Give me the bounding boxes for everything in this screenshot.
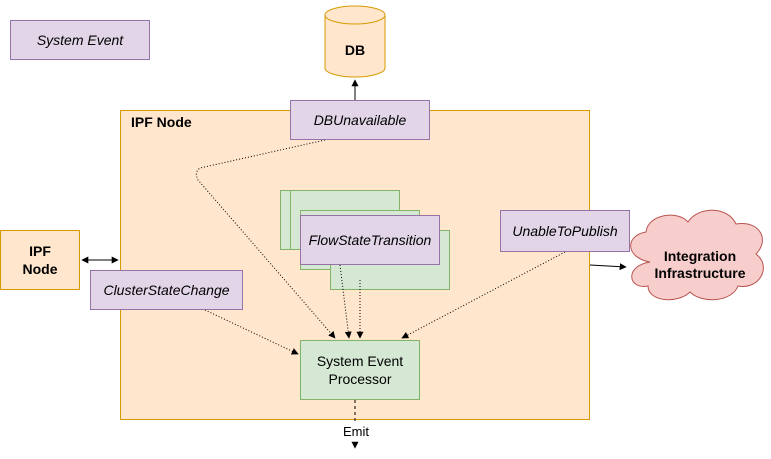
db-cylinder-shape [324, 5, 386, 78]
event-flow-state-transition-label: FlowStateTransition [308, 232, 432, 248]
emit-label-box: Emit [330, 422, 382, 440]
db-label-box: DB [325, 30, 385, 70]
event-db-unavailable: DBUnavailable [290, 100, 430, 140]
flow-stack-back-line [290, 190, 291, 250]
legend-system-event: System Event [10, 20, 150, 60]
event-unable-to-publish-label: UnableToPublish [512, 223, 618, 239]
event-cluster-state-change-label: ClusterStateChange [103, 282, 230, 298]
event-cluster-state-change: ClusterStateChange [90, 270, 243, 310]
ipf-node-container-label: IPF Node [131, 114, 192, 130]
db-label: DB [344, 42, 366, 58]
system-event-processor: System Event Processor [300, 340, 420, 400]
event-db-unavailable-label: DBUnavailable [313, 112, 407, 128]
integration-cloud-shape [630, 209, 764, 301]
event-unable-to-publish: UnableToPublish [500, 210, 630, 252]
legend-label: System Event [36, 32, 124, 48]
event-flow-state-transition: FlowStateTransition [300, 215, 440, 265]
processor-label: System Event Processor [316, 353, 404, 387]
ipf-node-external-label: IPF Node [22, 243, 58, 277]
integration-label-box: Integration Infrastructure [636, 245, 764, 285]
emit-label: Emit [343, 423, 369, 439]
ipf-node-external: IPF Node [0, 230, 80, 290]
integration-label: Integration Infrastructure [654, 248, 746, 281]
